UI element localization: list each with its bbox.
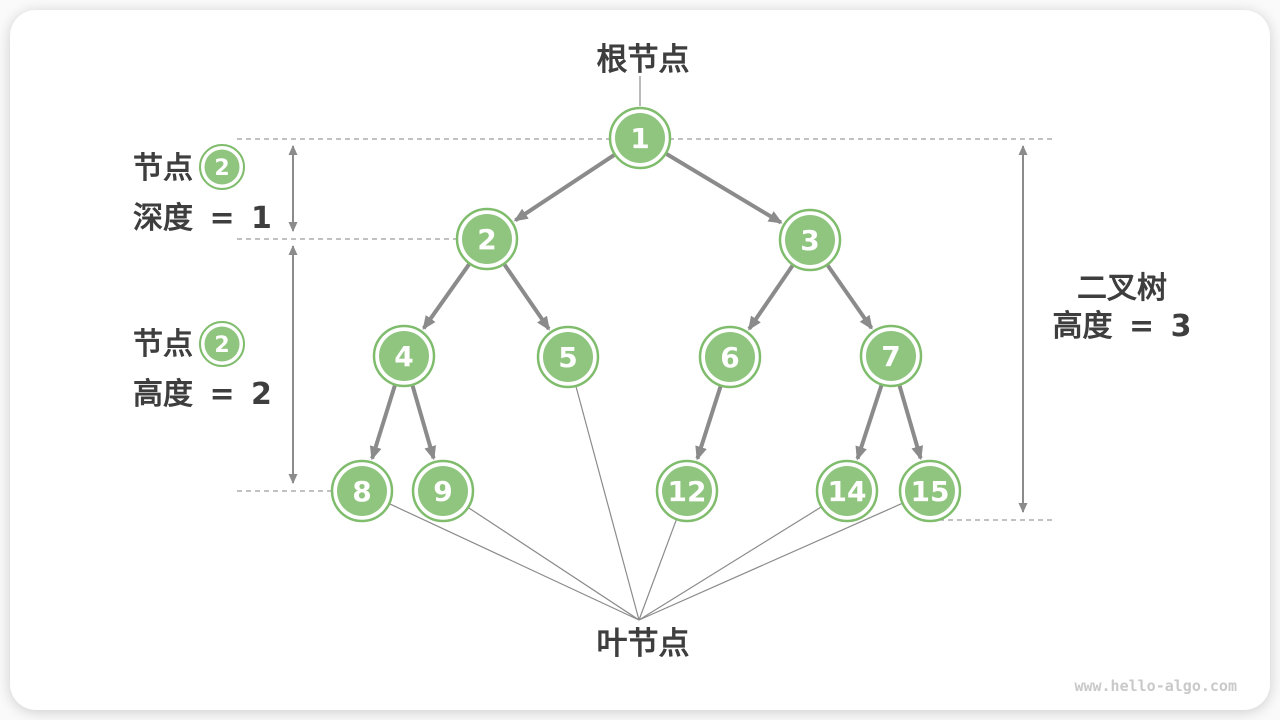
tree-node-6: 6 <box>698 325 762 389</box>
tree-edge-1-3 <box>665 152 783 225</box>
tree-node-value: 15 <box>911 475 950 508</box>
tree-edge-4-8 <box>369 385 397 461</box>
tree-node-value: 7 <box>881 340 900 373</box>
tree-node-4: 4 <box>372 324 436 388</box>
tree-node-value: 8 <box>352 475 371 508</box>
tree-height-value-label: 高度 = 3 <box>1053 309 1192 344</box>
tree-node-1: 1 <box>608 106 672 170</box>
leaf-pointer-from-9 <box>468 507 640 621</box>
annotation-node-depth: 节点 2 深度 = 1 <box>133 144 272 236</box>
tree-edge-3-6 <box>747 264 795 331</box>
root-node-label: 根节点 <box>597 42 690 78</box>
leaf-pointer-from-8 <box>389 503 640 621</box>
tree-edge-6-12 <box>695 385 723 461</box>
annotation-node-height: 节点 2 高度 = 2 <box>133 321 272 412</box>
tree-edge-7-14 <box>855 384 884 461</box>
node-2-badge-value: 2 <box>214 156 229 181</box>
leaf-pointer-from-12 <box>638 519 677 621</box>
annotation-tree-height: 二叉树 高度 = 3 <box>1053 271 1192 344</box>
tree-node-value: 2 <box>477 223 496 256</box>
tree-node-15: 15 <box>898 459 962 523</box>
leaf-pointer-from-14 <box>638 506 822 621</box>
leaf-node-label: 叶节点 <box>597 626 690 662</box>
tree-node-value: 6 <box>720 341 739 374</box>
tree-node-5: 5 <box>536 325 600 389</box>
node-2-badge: 2 <box>199 144 245 190</box>
tree-edge-2-5 <box>502 263 551 331</box>
watermark: www.hello-algo.com <box>1074 677 1237 695</box>
tree-height-title-label: 二叉树 <box>1077 271 1167 306</box>
tree-node-value: 12 <box>668 475 707 508</box>
tree-node-8: 8 <box>330 459 394 523</box>
tree-edge-1-2 <box>513 153 616 222</box>
leaf-pointer-from-15 <box>638 503 902 621</box>
tree-node-value: 1 <box>630 122 649 155</box>
node-2-badge: 2 <box>199 321 245 367</box>
tree-edge-4-9 <box>410 385 437 461</box>
tree-node-2: 2 <box>455 207 519 271</box>
tree-node-value: 3 <box>800 224 819 257</box>
tree-node-3: 3 <box>778 208 842 272</box>
node-2-badge-value: 2 <box>214 333 229 358</box>
tree-node-7: 7 <box>859 324 923 388</box>
tree-node-14: 14 <box>815 459 879 523</box>
tree-edge-3-7 <box>826 264 874 330</box>
node-depth-value-label: 深度 = 1 <box>133 201 272 236</box>
leaf-pointer-from-5 <box>575 386 640 621</box>
tree-node-value: 5 <box>558 341 577 374</box>
tree-node-12: 12 <box>655 459 719 523</box>
tree-node-9: 9 <box>411 459 475 523</box>
tree-node-value: 14 <box>828 475 867 508</box>
tree-node-value: 4 <box>394 340 413 373</box>
node-depth-prefix-label: 节点 <box>133 151 193 186</box>
tree-edge-2-4 <box>422 263 471 330</box>
tree-node-value: 9 <box>433 475 452 508</box>
node-height-value-label: 高度 = 2 <box>133 377 272 412</box>
tree-edge-7-15 <box>897 385 924 461</box>
node-height-prefix-label: 节点 <box>133 327 193 362</box>
